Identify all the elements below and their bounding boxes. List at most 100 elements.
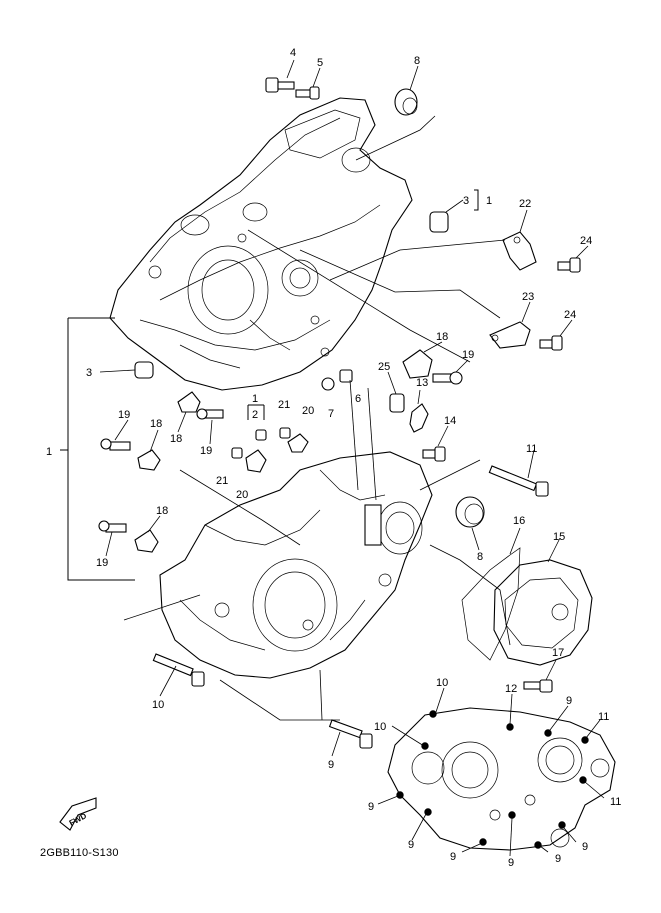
plate-part-18-b — [137, 449, 161, 471]
callout-3: 3 — [463, 195, 469, 207]
dowel-dot — [479, 838, 487, 846]
callout-19: 19 — [96, 557, 108, 569]
callout-19: 19 — [200, 445, 212, 457]
callout-9: 9 — [450, 851, 456, 863]
bolt-part-24-lower — [539, 335, 563, 351]
plate-part-20-b — [245, 449, 267, 473]
dowel-dot — [506, 723, 514, 731]
dowel-pin-part-3-top — [429, 211, 449, 233]
small-parts — [59, 77, 581, 831]
pin-part-21-b — [231, 447, 243, 459]
callout-19: 19 — [118, 409, 130, 421]
callout-3: 3 — [86, 367, 92, 379]
callout-21: 21 — [278, 399, 290, 411]
callout-4: 4 — [290, 47, 296, 59]
dowel-dot — [581, 736, 589, 744]
bracket-part-22 — [502, 231, 537, 271]
dowel-dot — [544, 729, 552, 737]
callout-1: 1 — [46, 446, 52, 458]
nut-part-6 — [339, 369, 353, 383]
dowel-dot — [396, 791, 404, 799]
callout-8: 8 — [414, 55, 420, 67]
bolt-part-19-right — [432, 371, 463, 385]
callout-16: 16 — [513, 515, 525, 527]
callout-13: 13 — [416, 377, 428, 389]
dowel-pin-part-3-left — [134, 361, 154, 379]
plate-part-18-right — [402, 349, 433, 379]
callout-18: 18 — [150, 418, 162, 430]
callout-11: 11 — [610, 796, 621, 808]
oil-seal-part-8-top — [394, 88, 418, 116]
dowel-dot — [579, 776, 587, 784]
callout-24: 24 — [564, 309, 576, 321]
bolt-part-4 — [265, 77, 295, 93]
callout-14: 14 — [444, 415, 456, 427]
callout-22: 22 — [519, 198, 531, 210]
crankcase-left-half — [109, 97, 413, 391]
callout-2: 2 — [252, 409, 258, 421]
callout-9: 9 — [508, 857, 514, 869]
callout-labels: 4 5 8 3 1 22 24 23 24 18 19 25 13 6 7 14… — [46, 47, 621, 869]
callout-9: 9 — [582, 841, 588, 853]
bracket-part-23 — [489, 321, 531, 349]
callout-8: 8 — [477, 551, 483, 563]
callout-23: 23 — [522, 291, 534, 303]
oil-seal-part-8-lower — [455, 496, 485, 528]
washer-part-7 — [321, 377, 335, 391]
plate-part-20-a — [287, 433, 309, 453]
callout-9: 9 — [566, 695, 572, 707]
diagram-code: 2GBB110-S130 — [40, 847, 119, 859]
bolt-part-24-upper — [557, 257, 581, 273]
fwd-arrow-icon — [59, 797, 97, 831]
callout-9: 9 — [408, 839, 414, 851]
callout-9: 9 — [555, 853, 561, 865]
callout-1: 1 — [252, 393, 258, 405]
pin-part-21-a — [279, 427, 291, 439]
bolt-part-5 — [295, 86, 320, 100]
plate-part-18-c — [134, 529, 159, 553]
callout-18: 18 — [170, 433, 182, 445]
callout-9: 9 — [328, 759, 334, 771]
bushing-part-25 — [389, 393, 405, 413]
callout-18: 18 — [436, 331, 448, 343]
callout-7: 7 — [328, 408, 334, 420]
bolt-part-19-c — [98, 520, 127, 533]
bolt-part-19-b — [100, 438, 131, 451]
plate-part-18-a — [177, 391, 201, 413]
dowel-dot — [429, 710, 437, 718]
callout-10: 10 — [374, 721, 386, 733]
callout-20: 20 — [236, 489, 248, 501]
dowel-dot — [534, 841, 542, 849]
callout-17: 17 — [552, 647, 564, 659]
crankcase-bottom-view — [387, 707, 616, 851]
callout-15: 15 — [553, 531, 565, 543]
dowel-markers — [396, 710, 589, 849]
callout-21: 21 — [216, 475, 228, 487]
callout-10: 10 — [152, 699, 164, 711]
bolt-part-14 — [422, 446, 446, 462]
dowel-dot — [424, 808, 432, 816]
callout-25: 25 — [378, 361, 390, 373]
bolt-part-17 — [523, 679, 553, 693]
callout-9: 9 — [368, 801, 374, 813]
dowel-part-2 — [255, 429, 267, 441]
callout-6: 6 — [355, 393, 361, 405]
leader-lines — [60, 59, 605, 857]
callout-1: 1 — [486, 195, 492, 207]
callout-11: 11 — [598, 711, 609, 723]
dowel-dot — [558, 821, 566, 829]
callout-11: 11 — [526, 443, 537, 455]
bolt-part-9 — [328, 719, 373, 749]
callout-10: 10 — [436, 677, 448, 689]
bolt-part-11 — [488, 465, 549, 497]
crankcase-cover-part-15 — [493, 559, 593, 666]
callout-20: 20 — [302, 405, 314, 417]
clip-part-13 — [409, 403, 429, 433]
dowel-dot — [508, 811, 516, 819]
callout-5: 5 — [317, 57, 323, 69]
crankcase-right-half — [159, 451, 433, 679]
callout-24: 24 — [580, 235, 592, 247]
bolt-part-10-left — [152, 653, 205, 687]
dowel-dot — [421, 742, 429, 750]
